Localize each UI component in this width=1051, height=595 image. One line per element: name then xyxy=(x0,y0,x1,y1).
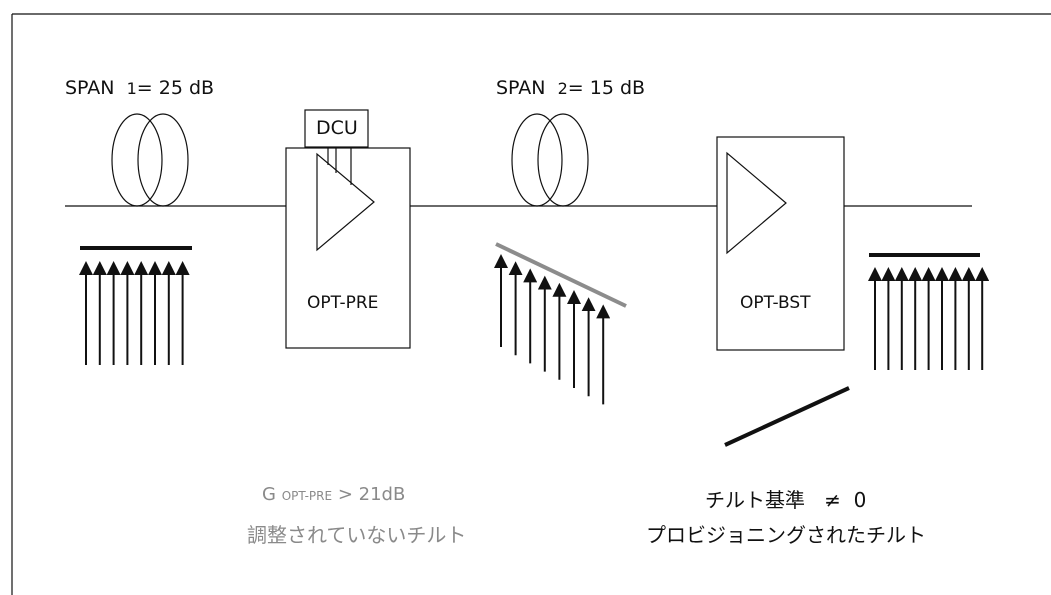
dcu-label: DCU xyxy=(316,117,358,139)
fiber-coil-icon xyxy=(111,113,189,207)
provisioned-tilt-bar xyxy=(724,386,850,447)
opt-pre-label: OPT-PRE xyxy=(307,293,379,313)
span1-label: SPAN 1= 25 dB xyxy=(65,77,215,99)
tilt-reference-label: チルト基準 ≠ 0 xyxy=(705,488,867,512)
amplifier-triangle-icon xyxy=(316,152,375,252)
untuned-tilt-label: 調整されていないチルト xyxy=(247,523,467,547)
channel-arrow-group-1 xyxy=(79,261,190,365)
fiber-coil-icon xyxy=(511,113,589,207)
opt-pre-box xyxy=(285,147,411,349)
provisioned-tilt-label: プロビジョニングされたチルト xyxy=(646,523,926,547)
amplifier-triangle-icon xyxy=(726,151,787,255)
gain-note: G OPT-PRE > 21dB xyxy=(262,484,406,505)
channel-arrow-group-3 xyxy=(868,267,990,370)
channel-arrow-group-2 xyxy=(494,254,611,405)
span2-label: SPAN 2= 15 dB xyxy=(496,77,646,99)
dcu-box xyxy=(304,109,369,148)
tilt-level-bar xyxy=(495,242,627,308)
opt-bst-label: OPT-BST xyxy=(740,293,811,313)
